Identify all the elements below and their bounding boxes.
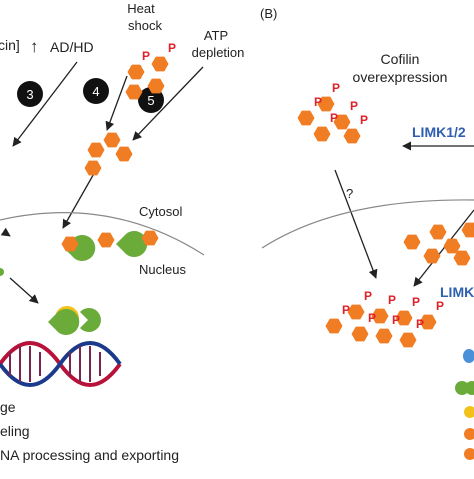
cofilin-hexagon: [85, 161, 102, 176]
nucleus-label: Nucleus: [139, 262, 186, 277]
phospho-cofilin-hexagon: [400, 333, 417, 348]
step-4-number: 4: [92, 84, 99, 99]
outcome-line-2: eling: [0, 423, 30, 439]
outcome-line-1: ge: [0, 399, 16, 415]
cofilin-hexagon: [104, 133, 121, 148]
phosphate-label: P: [350, 99, 358, 113]
phosphate-label: P: [168, 41, 176, 55]
phospho-cofilin-hexagon: [348, 305, 365, 320]
right-edge-protein-chain: [455, 349, 474, 460]
phosphate-label: P: [412, 295, 420, 309]
cofilin-hexagon: [462, 223, 474, 238]
arrow-question: [335, 170, 376, 278]
cofilin-hexagon: [424, 249, 441, 264]
cofilin-hexagon: [88, 143, 105, 158]
arrow-into-nucleus: [63, 170, 96, 228]
panel-b-label: (B): [260, 6, 277, 21]
phospho-cofilin-hexagon: [344, 129, 361, 144]
cofilin-label-2: overexpression: [353, 69, 448, 85]
limk-mid-label: LIMK: [440, 284, 474, 300]
cytosol-label: Cytosol: [139, 204, 182, 219]
cofilin-hexagon: [404, 235, 421, 250]
phosphate-label: P: [392, 313, 400, 327]
atp-label-2: depletion: [192, 45, 245, 60]
limk-top-label: LIMK1/2: [412, 124, 466, 140]
phospho-cofilin-hexagon: [298, 111, 315, 126]
phospho-cofilin-hexagon: [376, 329, 393, 344]
phosphate-label: P: [368, 311, 376, 325]
arrow-to-complex: [10, 278, 38, 303]
phospho-cofilin-hexagon: [152, 57, 169, 72]
phosphate-label: P: [436, 299, 444, 313]
phosphate-label: P: [142, 49, 150, 63]
cofilin-hexagon: [98, 233, 115, 248]
arrow-limk-nucleus: [414, 210, 474, 286]
up-arrow-icon: ↑: [30, 37, 39, 56]
partial-green-dot: [0, 268, 4, 276]
phosphate-label: P: [364, 289, 372, 303]
arrow-heat-shock: [107, 76, 127, 130]
question-mark: ?: [346, 186, 353, 201]
phospho-cofilin-hexagon: [128, 65, 145, 80]
ad-hd-label: AD/HD: [50, 39, 94, 55]
phosphate-label: P: [330, 111, 338, 125]
bracket-text: cin]: [0, 37, 20, 53]
nuclear-complex: [48, 306, 101, 335]
step-4-marker: 4: [83, 78, 109, 104]
heat-shock-label-1: Heat: [127, 1, 155, 16]
step-5-number: 5: [147, 93, 154, 108]
phosphate-label: P: [360, 113, 368, 127]
cofilin-hexagon: [430, 225, 447, 240]
heat-shock-label-2: shock: [128, 18, 162, 33]
cofilin-label-1: Cofilin: [381, 51, 420, 67]
atp-label-1: ATP: [204, 28, 228, 43]
actin-binding-protein-2: [116, 231, 147, 257]
dna-helix: [0, 343, 120, 385]
phospho-cofilin-hexagon: [314, 127, 331, 142]
arrow-edge-left: [4, 232, 10, 236]
nuclear-envelope-right: [262, 200, 474, 248]
phosphate-label: P: [332, 81, 340, 95]
step-3-marker: 3: [17, 81, 43, 107]
outcome-line-3: NA processing and exporting: [0, 447, 179, 463]
step-3-number: 3: [26, 87, 33, 102]
cofilin-hexagon: [116, 147, 133, 162]
phosphate-label: P: [314, 95, 322, 109]
phospho-cofilin-hexagon: [352, 327, 369, 342]
phosphate-label: P: [388, 293, 396, 307]
phospho-cofilin-hexagon: [326, 319, 343, 334]
phosphate-label: P: [342, 303, 350, 317]
phosphate-label: P: [416, 317, 424, 331]
